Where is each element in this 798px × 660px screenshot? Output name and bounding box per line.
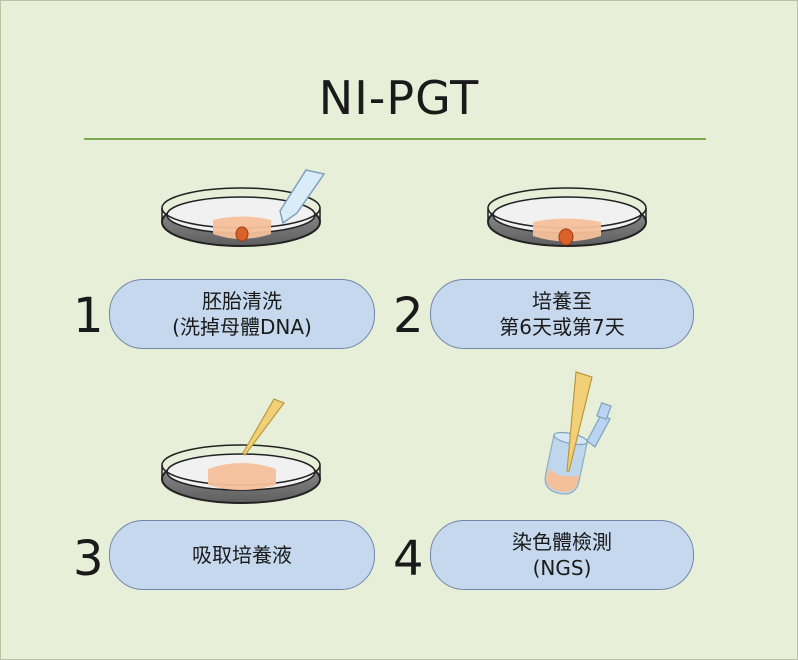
step-4-line-2: (NGS) (532, 556, 592, 580)
test-tube-with-pipette-tip-icon (544, 371, 612, 495)
step-4-label-box: 染色體檢測 (NGS) (430, 520, 694, 590)
step-3-line-1: 吸取培養液 (192, 543, 292, 567)
step-1-line-2: (洗掉母體DNA) (172, 315, 312, 339)
step-3-number: 3 (73, 531, 104, 587)
page-title: NI-PGT (318, 71, 480, 125)
step-1-label-box: 胚胎清洗 (洗掉母體DNA) (109, 279, 375, 349)
step-2-line-1: 培養至 (532, 289, 592, 313)
petri-dish-with-embryo-icon (487, 187, 647, 247)
petri-dish-with-pipette-icon (161, 169, 326, 247)
step-1-line-1: 胚胎清洗 (202, 289, 282, 313)
step-3-label-box: 吸取培養液 (109, 520, 375, 590)
step-4-line-1: 染色體檢測 (512, 530, 612, 554)
step-2-number: 2 (393, 288, 424, 344)
petri-dish-with-pipette-tip-icon (161, 398, 321, 504)
step-2-label-box: 培養至 第6天或第7天 (430, 279, 694, 349)
step-2-line-2: 第6天或第7天 (499, 315, 625, 339)
step-4-number: 4 (393, 531, 424, 587)
title-divider (84, 138, 706, 140)
step-1-number: 1 (73, 288, 104, 344)
